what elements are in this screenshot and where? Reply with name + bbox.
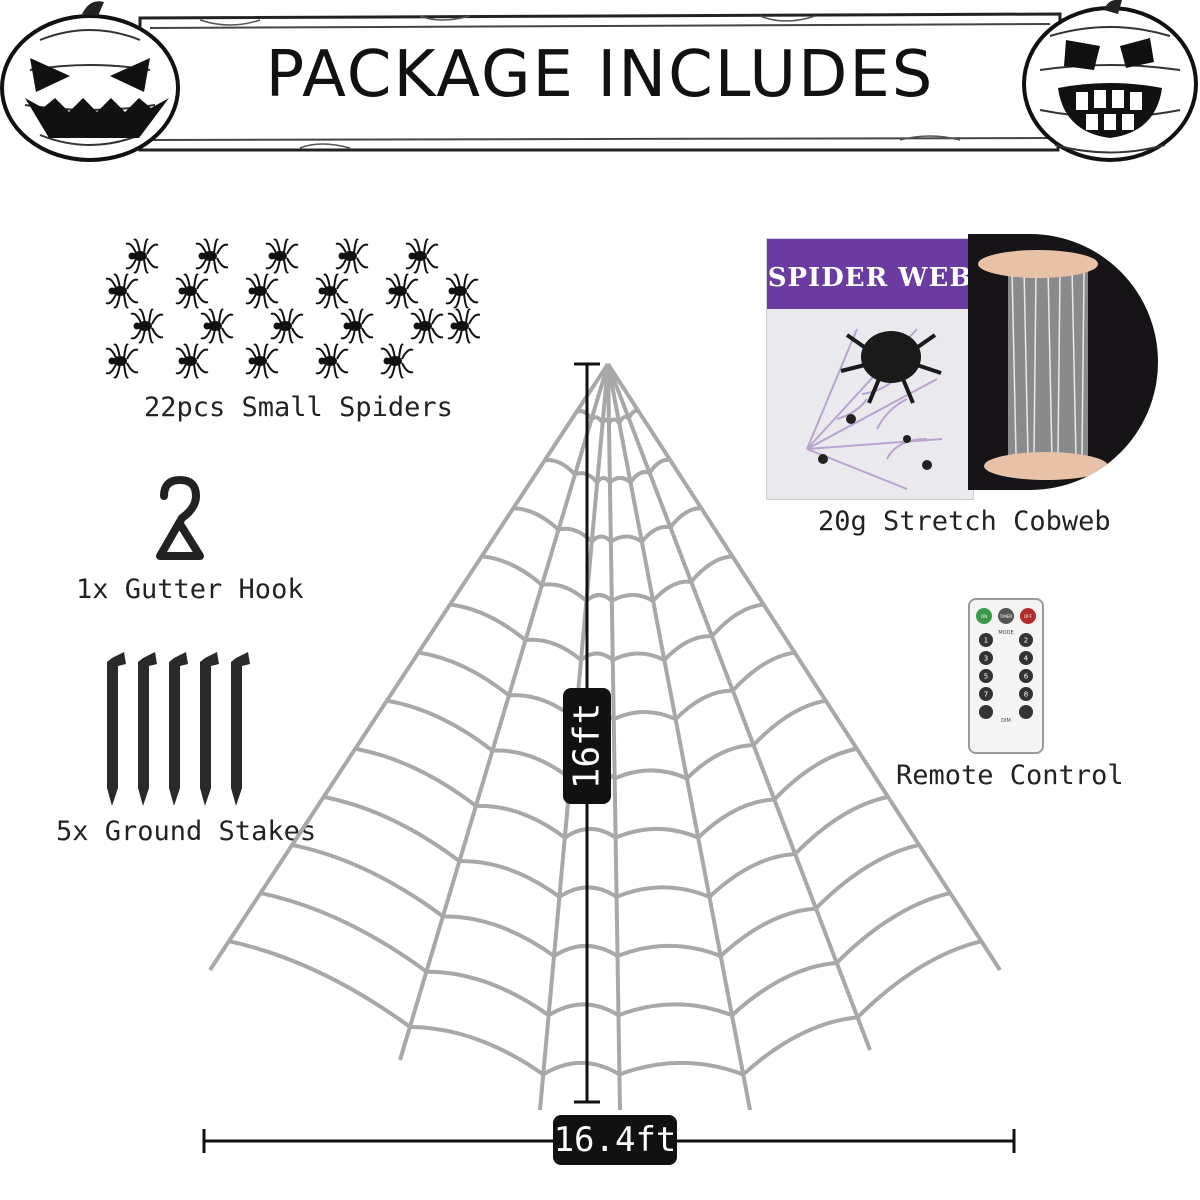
page-title: PACKAGE INCLUDES (265, 38, 935, 112)
gutter-hook-label: 1x Gutter Hook (76, 574, 304, 605)
spider-icon (200, 308, 234, 344)
ground-stake-icon (107, 652, 126, 806)
gutter-hook-icon (156, 476, 204, 560)
ground-stakes-image (107, 652, 250, 806)
cobweb-label: 20g Stretch Cobweb (818, 506, 1111, 537)
ground-stake-icon (200, 652, 219, 806)
remote-key-label: 5 (984, 673, 988, 681)
remote-mode-label: MODE (998, 630, 1013, 636)
spider-icon (405, 238, 439, 274)
cobweb-package: SPIDER WEB (766, 238, 974, 500)
height-value: 16ft (566, 702, 608, 790)
pumpkin-left-icon (0, 1, 180, 162)
spider-icon (265, 238, 299, 274)
ground-stake-icon (138, 652, 157, 806)
spider-icon (385, 273, 419, 309)
remote-key-label: 4 (1024, 655, 1029, 663)
spider-icon (175, 343, 209, 379)
small-spiders-image (105, 238, 480, 379)
hands-bottom (984, 452, 1108, 480)
spiders-label: 22pcs Small Spiders (144, 392, 453, 423)
stretched-cobweb-photo (968, 234, 1158, 490)
ground-stake-icon (169, 652, 188, 806)
spider-icon (340, 308, 374, 344)
remote-key-label: 2 (1024, 637, 1028, 645)
ground-stake-icon (231, 652, 250, 806)
remote-top-label: TIMER (999, 614, 1013, 619)
spider-icon (380, 343, 414, 379)
title-banner: PACKAGE INCLUDES (0, 0, 1200, 170)
remote-top-label: ON (981, 614, 987, 619)
remote-key-label: 6 (1024, 673, 1029, 681)
spider-icon (245, 343, 279, 379)
spider-icon (315, 343, 349, 379)
spider-web-illustration (208, 362, 1002, 1110)
remote-label: Remote Control (896, 760, 1124, 791)
package-title: SPIDER WEB (767, 239, 973, 309)
spider-icon (445, 273, 479, 309)
remote-key-label: 8 (1024, 691, 1028, 699)
spider-icon (130, 308, 164, 344)
spider-icon (105, 343, 139, 379)
remote-top-label: OFF (1024, 614, 1032, 619)
package-web-graphic (806, 328, 943, 490)
spider-icon (175, 273, 209, 309)
remote-key-label: 3 (984, 655, 988, 663)
spider-icon (245, 273, 279, 309)
package-spider-icon (861, 331, 921, 383)
spider-icon (195, 238, 229, 274)
scroll-banner-graphic (0, 0, 1198, 162)
cobweb-strands-graphic (978, 250, 1108, 480)
spider-icon (105, 273, 139, 309)
spider-icon (410, 308, 444, 344)
hands-top (978, 250, 1098, 278)
remote-key-label: 1 (984, 637, 988, 645)
remote-key-label: 7 (984, 691, 988, 699)
pumpkin-right-icon (1022, 0, 1198, 162)
spider-icon (447, 308, 480, 344)
spider-icon (315, 273, 349, 309)
spider-icon (335, 238, 369, 274)
height-badge: 16ft (563, 688, 611, 804)
spider-icon (125, 238, 159, 274)
spider-icon (270, 308, 304, 344)
width-badge: 16.4ft (553, 1115, 677, 1165)
ground-stakes-label: 5x Ground Stakes (56, 816, 317, 847)
remote-dim-label: DIM (1001, 718, 1011, 724)
